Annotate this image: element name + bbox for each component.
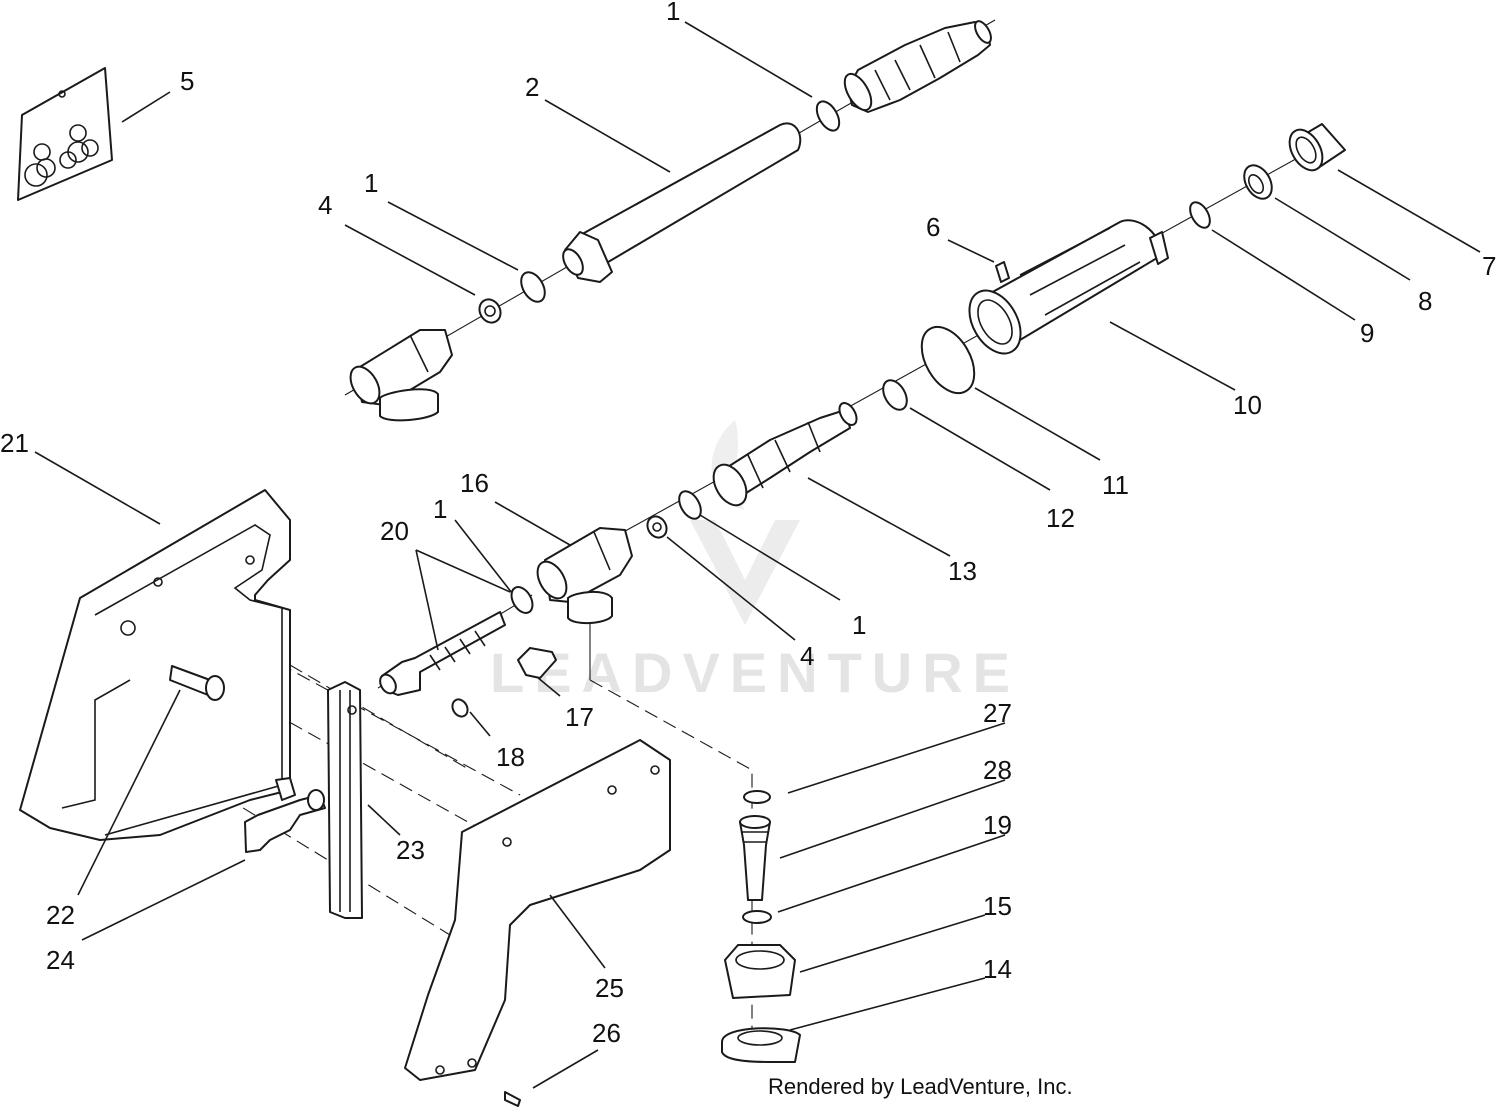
callout-22: 22 <box>46 900 75 930</box>
handle-pin <box>169 665 225 701</box>
safety-lever <box>244 777 326 853</box>
grip-barrel <box>968 219 1169 355</box>
end-nut <box>1288 123 1346 172</box>
callout-labels: 1 2 5 1 4 6 7 8 9 10 11 12 13 21 16 1 20… <box>0 0 1496 1048</box>
extension-tube <box>562 122 802 283</box>
callout-14: 14 <box>983 954 1012 984</box>
callout-1: 1 <box>433 494 447 524</box>
callout-21: 21 <box>0 428 29 458</box>
small-o-ring <box>882 379 908 411</box>
upper-valve-cartridge <box>843 20 992 113</box>
watermark-text: LEADVENTURE <box>490 641 1020 704</box>
swivel-o-ring-top <box>743 790 771 804</box>
o-ring-upper-left <box>520 271 546 303</box>
end-o-ring <box>1189 201 1211 229</box>
callout-9: 9 <box>1360 318 1374 348</box>
o-ring-kit-bag <box>17 67 113 201</box>
render-credit: Rendered by LeadVenture, Inc. <box>768 1074 1073 1099</box>
callout-4: 4 <box>800 641 814 671</box>
callout-5: 5 <box>180 66 194 96</box>
callout-1: 1 <box>364 168 378 198</box>
trigger <box>327 681 363 919</box>
valve-stem <box>379 611 506 696</box>
callout-27: 27 <box>983 698 1012 728</box>
right-handle-half <box>404 739 671 1081</box>
callout-6: 6 <box>926 212 940 242</box>
callout-26: 26 <box>592 1018 621 1048</box>
leader-lines <box>34 21 1481 1089</box>
roll-pin <box>995 261 1010 283</box>
callout-1: 1 <box>852 610 866 640</box>
hex-nut <box>724 944 796 999</box>
callout-15: 15 <box>983 891 1012 921</box>
valve-cartridge <box>712 402 858 507</box>
trigger-dashed-line <box>289 664 471 771</box>
washer-upper-left <box>478 298 502 324</box>
callout-18: 18 <box>496 742 525 772</box>
bushing <box>1243 164 1273 200</box>
upper-o-ring <box>815 100 841 132</box>
callout-19: 19 <box>983 810 1012 840</box>
swivel-o-ring-bottom <box>742 910 772 924</box>
callout-20: 20 <box>380 516 409 546</box>
callout-2: 2 <box>525 72 539 102</box>
small-spacer <box>451 698 469 718</box>
washer-mid <box>646 515 668 539</box>
swivel-fitting <box>739 815 771 901</box>
callout-7: 7 <box>1482 251 1496 281</box>
callout-1: 1 <box>666 0 680 26</box>
barrel-o-ring <box>920 325 976 395</box>
callout-12: 12 <box>1046 503 1075 533</box>
callout-10: 10 <box>1233 390 1262 420</box>
callout-17: 17 <box>565 702 594 732</box>
callout-8: 8 <box>1418 286 1432 316</box>
callout-28: 28 <box>983 755 1012 785</box>
callout-24: 24 <box>46 945 75 975</box>
tee-fitting <box>536 527 633 624</box>
callout-16: 16 <box>460 468 489 498</box>
cone-seat <box>517 647 557 679</box>
retaining-clip <box>721 1027 801 1063</box>
callout-13: 13 <box>948 556 977 586</box>
left-handle-half <box>19 489 291 841</box>
callout-4: 4 <box>318 190 332 220</box>
watermark: LEADVENTURE <box>490 420 1020 704</box>
tee-o-ring <box>510 586 534 614</box>
callout-23: 23 <box>396 835 425 865</box>
handle-screw <box>504 1091 521 1107</box>
callout-11: 11 <box>1102 470 1129 500</box>
callout-25: 25 <box>595 973 624 1003</box>
o-ring-mid <box>678 490 702 520</box>
upper-elbow-fitting <box>349 329 453 422</box>
